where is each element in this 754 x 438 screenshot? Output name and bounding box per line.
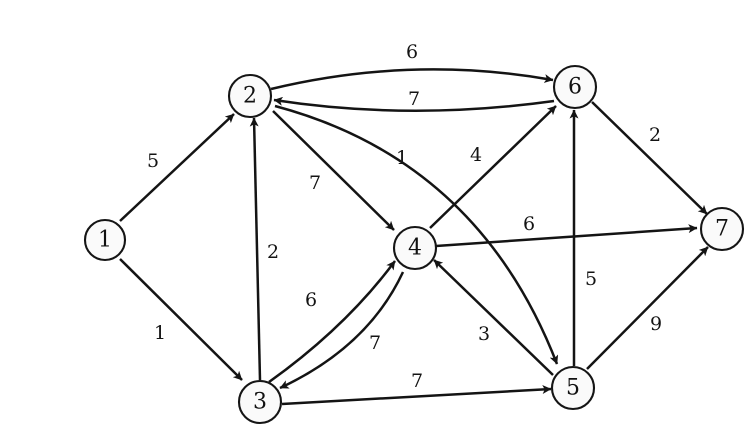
node-2-circle	[227, 73, 273, 119]
weight-6-7: 2	[649, 124, 661, 146]
weight-4-7: 6	[523, 213, 535, 235]
weight-2-4: 7	[309, 172, 321, 194]
node-1-label: 1	[98, 228, 112, 253]
weight-4-6: 4	[470, 144, 482, 166]
edge-1-2	[119, 113, 235, 222]
weight-1-3: 1	[154, 322, 166, 344]
node-6-label: 6	[568, 75, 582, 100]
edge-3-4	[268, 260, 397, 384]
node-7-circle	[699, 206, 745, 252]
edges-layer	[119, 68, 709, 406]
edge-4-6	[429, 105, 557, 229]
edge-2-6	[270, 68, 554, 91]
node-2: 2	[227, 73, 273, 119]
weight-4-3: 7	[369, 332, 381, 354]
node-7: 7	[699, 206, 745, 252]
node-5-circle	[550, 365, 596, 411]
node-4: 4	[392, 225, 438, 271]
node-5-label: 5	[566, 376, 580, 401]
node-5: 5	[550, 365, 596, 411]
edge-6-2	[273, 96, 555, 112]
weights-layer: 5 1 6 7 7 1 2 6 7 7 4 6 3 5 9 2	[147, 41, 662, 392]
weight-2-6: 6	[406, 41, 418, 63]
weight-5-7: 9	[650, 313, 662, 335]
edge-3-5	[281, 384, 552, 406]
weight-2-5: 1	[396, 147, 408, 169]
weight-6-2: 7	[408, 88, 420, 110]
weight-3-2: 2	[267, 241, 279, 263]
weight-3-5: 7	[411, 370, 423, 392]
edge-2-5	[274, 104, 559, 365]
node-1-circle	[83, 218, 127, 262]
weight-5-6: 5	[585, 268, 597, 290]
edge-6-7	[591, 101, 708, 215]
edge-1-3	[119, 258, 243, 381]
nodes-layer: 1 2 3 4 5 6 7	[83, 64, 745, 425]
node-3: 3	[237, 379, 283, 425]
weight-5-4: 3	[478, 323, 490, 345]
edge-3-2	[249, 117, 262, 381]
edge-5-7	[586, 246, 709, 370]
node-6: 6	[552, 64, 598, 110]
node-2-label: 2	[243, 84, 257, 109]
node-3-label: 3	[253, 390, 267, 415]
node-7-label: 7	[715, 217, 729, 242]
edge-5-4	[433, 259, 554, 376]
node-3-circle	[237, 379, 283, 425]
node-4-label: 4	[408, 236, 422, 261]
node-1: 1	[83, 218, 127, 262]
edge-2-4	[272, 110, 395, 231]
node-6-circle	[552, 64, 598, 110]
edge-4-3	[279, 271, 405, 390]
node-4-circle	[392, 225, 438, 271]
edge-4-7	[435, 224, 698, 248]
weight-1-2: 5	[147, 150, 159, 172]
weight-3-4: 6	[305, 289, 317, 311]
